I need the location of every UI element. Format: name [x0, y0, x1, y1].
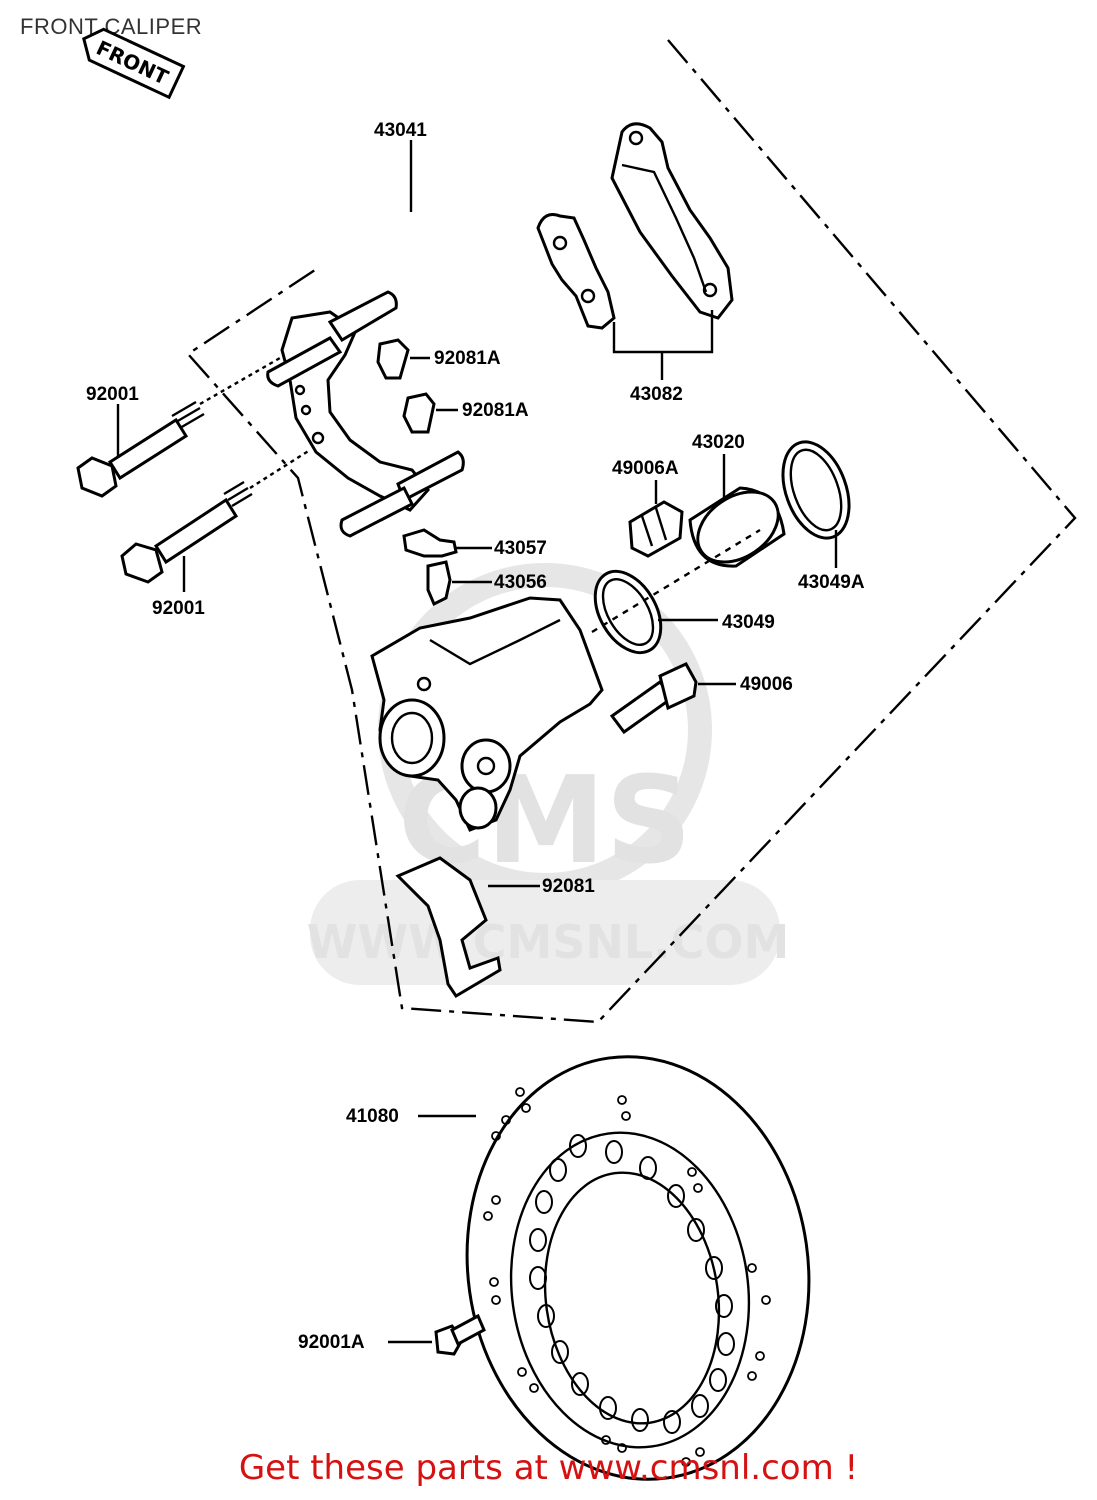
part-label: 92081A: [434, 348, 501, 369]
piston-43020: [688, 454, 786, 568]
part-label: 92081: [542, 876, 595, 897]
dust-seal-49006A: [628, 480, 684, 558]
watermark-url: WWW.CMSNL.COM: [307, 915, 790, 969]
part-label: 43049: [722, 612, 775, 633]
part-label: 92001: [152, 598, 205, 619]
piston-seal-43049A: [781, 440, 851, 568]
part-label: 41080: [346, 1106, 399, 1127]
part-label: 49006: [740, 674, 793, 695]
brake-pad-outer: [610, 122, 734, 320]
caliper-bracket: [266, 290, 465, 538]
bolt-92001-upper: [76, 356, 281, 498]
axis-line: [591, 528, 761, 634]
leader-43082: [612, 310, 714, 380]
part-label: 49006A: [612, 458, 679, 479]
pad-spring-92081A-upper: [376, 338, 430, 380]
part-label: 43049A: [798, 572, 865, 593]
brake-pad-inner: [536, 213, 616, 330]
brake-disc-41080: [418, 1055, 811, 1481]
part-label: 43082: [630, 384, 683, 405]
slide-pin-49006: [609, 662, 736, 735]
part-label: 92081A: [462, 400, 529, 421]
part-label: 43041: [374, 120, 427, 141]
part-label: 92001: [86, 384, 139, 405]
bleeder-cap-43057: [402, 528, 492, 558]
caliper-assembly-outline: [186, 39, 1077, 1024]
part-label: 43057: [494, 538, 547, 559]
part-label: 43056: [494, 572, 547, 593]
caliper-body: [370, 596, 604, 832]
pad-spring-92081: [395, 856, 540, 999]
part-label: 92001A: [298, 1332, 365, 1353]
front-direction-sign: FRONT: [82, 27, 186, 100]
bolt-92001-lower: [120, 448, 311, 584]
part-label: 43020: [692, 432, 745, 453]
footer-promo-link[interactable]: Get these parts at www.cmsnl.com !: [238, 1448, 859, 1488]
dust-seal-43049: [593, 569, 718, 655]
disc-bolt-92001A: [388, 1313, 486, 1356]
pad-spring-92081A-lower: [402, 392, 458, 434]
bleeder-valve-43056: [426, 560, 492, 607]
